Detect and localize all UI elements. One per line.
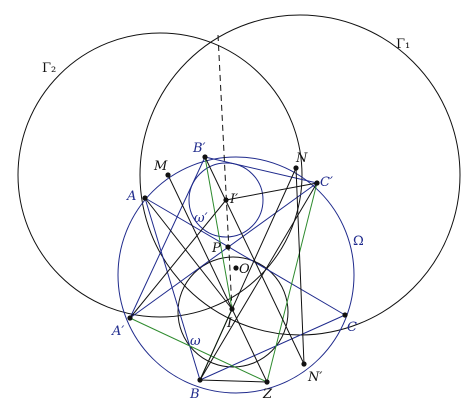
side-CpAp [129,182,318,319]
line-M-Z [167,174,268,383]
point-M [165,172,171,178]
label-I-prime: I′ [229,192,238,207]
green-Cp-Z [266,182,318,383]
label-omega-big: Ω [353,234,364,249]
green-Ap-Z [129,317,268,383]
point-C-prime [314,180,320,186]
side-BpCp [204,156,318,184]
point-B [197,377,203,383]
point-A-prime [127,315,133,321]
label-I: I [226,316,233,331]
circle-gamma1 [139,14,461,336]
point-C [342,312,348,318]
point-P [225,244,231,250]
line-Ap-Ip [129,199,227,319]
label-N-prime: N′ [307,370,322,385]
point-N-prime [301,361,307,367]
label-gamma1: Γ₁ [396,37,410,52]
point-O [233,265,239,271]
point-I [229,306,235,312]
label-C-prime: C′ [320,175,333,190]
label-N: N [295,151,308,166]
green-Bp-I [204,156,233,310]
side-ApBp [129,156,206,319]
circle-gamma2 [17,32,303,318]
label-M: M [153,159,168,174]
point-N [293,165,299,171]
line-Ip-Cp [225,182,318,201]
line-N-B [199,167,297,381]
label-B-prime: B′ [192,141,206,156]
label-P: P [211,241,221,256]
dashed-line [217,34,233,311]
label-Z: Z [262,387,273,402]
circle-omega-small [177,256,289,368]
circle-omega-big [117,156,355,394]
circle-omega-prime [188,162,264,238]
label-A-prime: A′ [111,324,124,339]
line-B-Z [199,379,268,383]
label-omega-prime: ω′ [194,211,208,226]
label-gamma2: Γ₂ [42,61,56,76]
label-omega-small: ω [190,334,201,349]
side-CA [144,197,346,316]
label-C: C [347,320,357,335]
point-I-prime [223,197,229,203]
label-B: B [189,387,200,402]
line-Cp-B [199,182,318,381]
side-AB [144,197,201,381]
line-A-I [144,197,233,310]
side-BC [199,314,346,381]
label-A: A [126,189,136,204]
point-B-prime [202,154,208,160]
point-Z [264,379,270,385]
point-A [142,195,148,201]
line-N-Np [295,167,305,365]
label-O: O [239,262,250,277]
